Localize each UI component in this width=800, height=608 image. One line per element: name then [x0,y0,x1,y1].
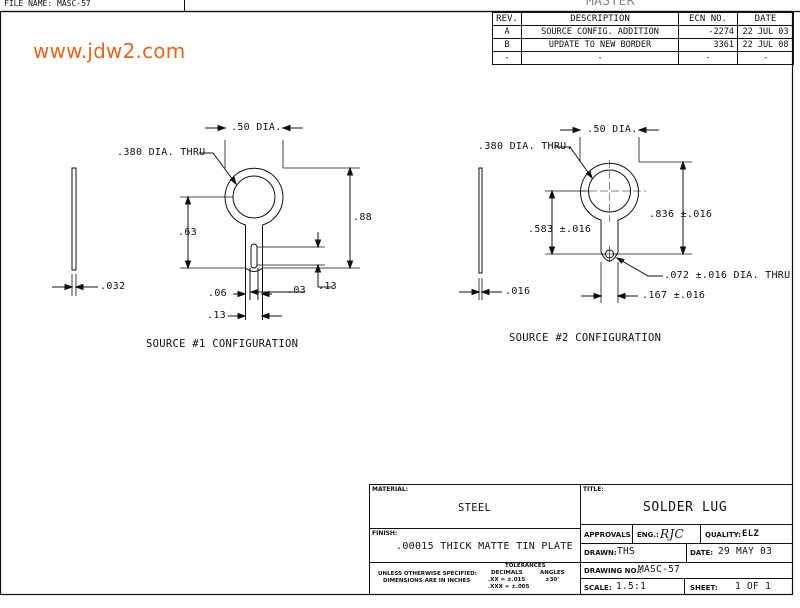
config1-caption: SOURCE #1 CONFIGURATION [146,338,299,350]
revision-table-header: REV. DESCRIPTION ECN NO. DATE [492,12,794,26]
quality-label: QUALITY: [705,531,741,539]
config1-lug-outline [224,167,284,272]
titleblock-grid [369,484,793,595]
unless-line1: UNLESS OTHERWISE SPECIFIED: [378,571,477,577]
date-header: DATE [737,12,794,26]
config2-dim-dia50: .50 DIA. [587,124,638,135]
tol-xx: .XX = ±.015 [488,577,526,583]
watermark-text: www.jdw2.com [33,39,186,63]
config2-dim-t016: .016 [505,286,531,297]
eng-label: ENG.: [637,531,659,539]
ecn-header: ECN NO. [678,12,738,26]
finish-value: .00015 THICK MATTE TIN PLATE [396,541,573,552]
sheet-border [0,10,794,596]
config2-dim-h836: .836 ±.016 [649,209,713,220]
config1-dim-t032: .032 [100,281,126,292]
config2-lug-outline [580,162,639,262]
scale-value: 1.5:1 [616,581,647,592]
scale-label: SCALE: [584,584,612,592]
config2-dim-h583: .583 ±.016 [528,224,592,235]
table-row: A SOURCE CONFIG. ADDITION -2274 22 JUL 0… [492,25,794,39]
drawing-title: SOLDER LUG [643,500,728,515]
config2-drawing [459,126,692,303]
top-right-partial-text: MASTER [586,0,635,9]
tol-angles: ANGLES [540,570,565,576]
config1-dim-w03: .03 [287,285,306,296]
rev-header: REV. [492,12,522,26]
date-value: 29 MAY 03 [718,546,773,557]
sheet-label: SHEET: [690,584,718,592]
drawing-no-value: MASC-57 [638,564,681,575]
config2-dim-w167: .167 ±.016 [642,290,706,301]
tol-title: TOLERANCES [505,563,546,569]
sheet-value: 1 OF 1 [735,581,772,592]
drawn-value: THS [617,546,636,557]
drawn-label: DRAWN: [584,549,617,557]
table-row: - - - - [492,51,794,65]
config1-dim-h88: .88 [353,212,372,223]
material-label: MATERIAL: [372,486,409,493]
config1-dim-w13a: .13 [318,281,337,292]
approvals-label: APPROVALS [584,531,631,539]
config2-dim-hole072: .072 ±.016 DIA. THRU [664,270,791,281]
config1-dim-w13b: .13 [207,310,226,321]
config1-hole [232,175,276,219]
file-name: FILE NAME: MASC-57 [4,0,91,8]
config1-dim-hole380: .380 DIA. THRU [117,147,206,158]
config2-edge-view [478,167,483,274]
description-header: DESCRIPTION [521,12,679,26]
material-value: STEEL [458,502,492,514]
tol-angle-val: ±30' [545,577,559,583]
date-label: DATE: [690,549,714,557]
config1-drawing [52,124,360,320]
finish-label: FINISH: [372,530,398,537]
tol-decimals: DECIMALS [491,570,523,576]
revision-table: REV. DESCRIPTION ECN NO. DATE A SOURCE C… [492,12,794,65]
config1-dim-h63: .63 [178,227,197,238]
tol-xxx: .XXX = ±.005 [488,584,530,590]
title-label: TITLE: [583,486,604,493]
eng-initials-signature: RJC [660,527,684,541]
config2-caption: SOURCE #2 CONFIGURATION [509,332,662,344]
config2-dim-hole380: .380 DIA. THRU. [478,141,573,152]
config1-edge-view [71,167,77,271]
unless-line2: DIMENSIONS ARE IN INCHES [383,578,471,584]
table-row: B UPDATE TO NEW BORDER 3361 22 JUL 08 [492,38,794,52]
config1-dim-w06: .06 [208,288,227,299]
quality-initials: ELZ [742,529,760,539]
drawing-no-label: DRAWING NO.: [584,567,642,575]
config1-dim-dia50: .50 DIA. [231,122,282,133]
